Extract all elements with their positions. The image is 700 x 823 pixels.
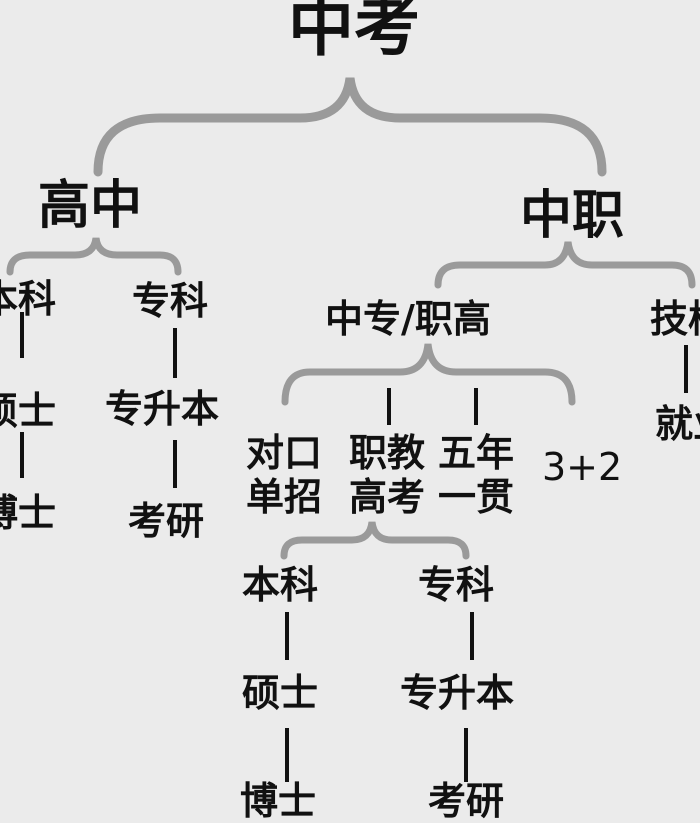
option-line1: 对口 [246, 431, 323, 475]
title-zhongkao: 中考 [288, 0, 420, 65]
option-line2: 单招 [246, 474, 323, 519]
brace-zhongzhi [434, 241, 696, 289]
node-sub-boshi: 博士 [240, 779, 317, 823]
node-gaozhong: 高中 [38, 176, 143, 236]
node-sub-zhuanshengben: 专升本 [400, 671, 515, 715]
option-line1: 五年 [438, 431, 515, 475]
node-benke: 本科 [0, 277, 57, 321]
node-sub-shuoshi: 硕士 [242, 671, 319, 715]
node-sub-benke: 本科 [242, 563, 319, 607]
node-jixiao: 技校 [650, 297, 700, 341]
node-zhongzhuan-zhigao: 中专/职高 [325, 297, 491, 341]
brace-top [93, 77, 607, 177]
node-zhuanke: 专科 [132, 279, 209, 323]
option-wunian-yiguan: 五年 一贯 [438, 431, 515, 519]
brace-gaozhong [6, 237, 182, 276]
node-sub-kaoyan: 考研 [428, 779, 505, 823]
node-zhuanshengben: 专升本 [105, 387, 220, 431]
node-boshi: 博士 [0, 491, 57, 535]
node-jiuye: 就业 [655, 402, 700, 446]
option-line2: 高考 [349, 474, 426, 519]
option-zhijiao-gaokao: 职教 高考 [349, 431, 426, 519]
option-3plus2: 3+2 [542, 445, 623, 489]
option-line1: 职教 [349, 431, 426, 475]
node-kaoyan: 考研 [128, 499, 205, 543]
brace-zhijiao [280, 521, 470, 560]
option-line2: 一贯 [438, 474, 515, 519]
node-sub-zhuanke: 专科 [418, 563, 495, 607]
node-shuoshi: 硕士 [0, 389, 57, 433]
node-zhongzhi: 中职 [520, 186, 625, 246]
option-duikou-danzhao: 对口 单招 [246, 431, 323, 519]
brace-zhongzhuan [281, 343, 576, 406]
diagram-connectors [6, 77, 696, 782]
